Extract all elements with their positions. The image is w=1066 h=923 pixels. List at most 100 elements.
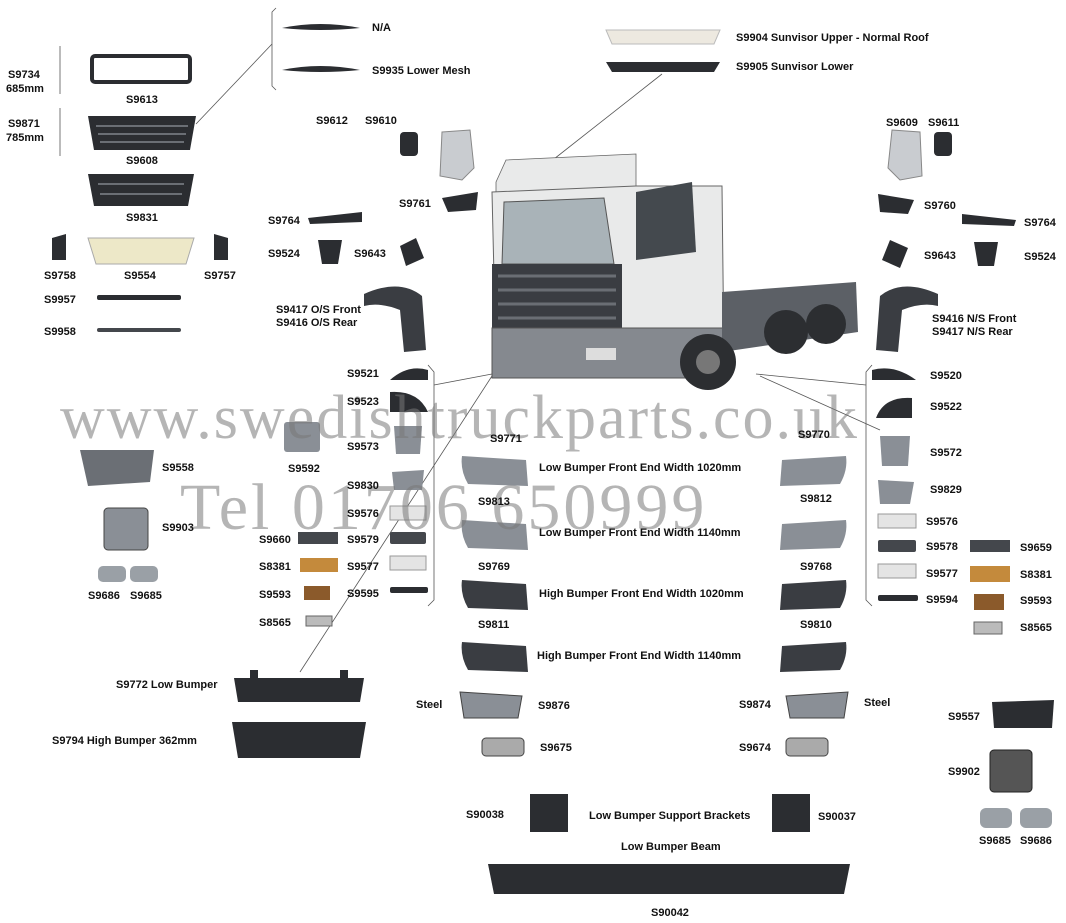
label-s9578: S9578 — [926, 541, 958, 553]
label-s9760: S9760 — [924, 200, 956, 212]
label-s9577-right: S9577 — [926, 568, 958, 580]
label-s9592: S9592 — [288, 463, 320, 475]
label-s8381-left: S8381 — [259, 561, 291, 573]
label-s9521: S9521 — [347, 368, 379, 380]
part-s9557 — [992, 700, 1054, 728]
trim-s9764-right — [962, 214, 1016, 226]
sunvisor-lower-s9905 — [606, 62, 720, 72]
corner-s9609 — [887, 129, 923, 181]
label-s9903: S9903 — [162, 522, 194, 534]
label-high-1140: High Bumper Front End Width 1140mm — [537, 650, 742, 662]
part-s9660 — [298, 532, 338, 544]
part-s9592 — [284, 422, 320, 452]
label-s9935: S9935 Lower Mesh — [372, 65, 471, 77]
part-s9829 — [878, 480, 914, 504]
label-s8565-left: S8565 — [259, 617, 291, 629]
label-s9904: S9904 Sunvisor Upper - Normal Roof — [736, 32, 929, 44]
label-s9577-left: S9577 — [347, 561, 379, 573]
mesh-na — [282, 24, 360, 30]
part-s9903 — [103, 507, 149, 551]
part-s9643-right — [882, 240, 908, 268]
label-s9685-right: S9685 — [979, 835, 1011, 847]
label-s9812: S9812 — [800, 493, 832, 505]
part-s9612 — [400, 132, 418, 156]
label-s9594: S9594 — [926, 594, 958, 606]
label-s9830: S9830 — [347, 480, 379, 492]
label-s9675: S9675 — [540, 742, 572, 754]
label-s9558: S9558 — [162, 462, 194, 474]
part-s9761 — [442, 192, 478, 212]
truck-image — [491, 153, 858, 390]
label-s9902: S9902 — [948, 766, 980, 778]
label-s9764-left: S9764 — [268, 215, 300, 227]
label-s9772: S9772 Low Bumper — [116, 679, 218, 691]
grille-s9608 — [88, 116, 196, 150]
label-s9524-right: S9524 — [1024, 251, 1056, 263]
part-s9524-right — [974, 242, 998, 266]
label-na: N/A — [372, 22, 391, 34]
label-s9874: S9874 — [739, 699, 771, 711]
bracket-s9757 — [214, 234, 228, 260]
label-bumper-beam: Low Bumper Beam — [621, 841, 721, 853]
grille-frame-s9613 — [90, 54, 192, 84]
bumper-end-s9768 — [780, 580, 847, 610]
label-s9593-left: S9593 — [259, 589, 291, 601]
label-high-1020: High Bumper Front End Width 1020mm — [539, 588, 744, 600]
label-s9810: S9810 — [800, 619, 832, 631]
grille-s9554 — [87, 237, 195, 265]
part-s9659 — [970, 540, 1010, 552]
label-s9595: S9595 — [347, 588, 379, 600]
label-s9523: S9523 — [347, 396, 379, 408]
label-s9794: S9794 High Bumper 362mm — [52, 735, 197, 747]
lamp-s8381-left — [300, 558, 338, 572]
part-s9611 — [934, 132, 952, 156]
part-s9573 — [394, 426, 422, 454]
label-s9829: S9829 — [930, 484, 962, 496]
label-s9757: S9757 — [204, 270, 236, 282]
bumper-end-s9771 — [461, 456, 528, 486]
label-s9416-os-rear: S9416 O/S Rear — [276, 317, 358, 329]
label-s9609: S9609 — [886, 117, 918, 129]
label-s9520: S9520 — [930, 370, 962, 382]
steel-s9874 — [785, 691, 849, 719]
part-s9523 — [390, 391, 428, 412]
label-s9643-left: S9643 — [354, 248, 386, 260]
lamp-s9593-left — [304, 586, 330, 600]
label-685mm: 685mm — [6, 83, 44, 95]
part-s9643-left — [400, 238, 424, 266]
label-s9905: S9905 Sunvisor Lower — [736, 61, 854, 73]
label-s9734: S9734 — [8, 69, 40, 81]
label-s9522: S9522 — [930, 401, 962, 413]
label-s9660: S9660 — [259, 534, 291, 546]
bracket-s90038 — [530, 794, 568, 832]
label-s9417-os-front: S9417 O/S Front — [276, 304, 361, 316]
label-low-1020: Low Bumper Front End Width 1020mm — [539, 462, 742, 474]
corner-s9610 — [439, 129, 475, 181]
bumper-end-s9811 — [461, 642, 528, 672]
label-s8565-right: S8565 — [1020, 622, 1052, 634]
label-s9811: S9811 — [478, 619, 510, 631]
label-s9572: S9572 — [930, 447, 962, 459]
label-s9593-right: S9593 — [1020, 595, 1052, 607]
part-s9521 — [390, 368, 428, 380]
bumper-end-s9810 — [780, 642, 847, 672]
label-s9876: S9876 — [538, 700, 570, 712]
steel-s9876 — [459, 691, 523, 719]
label-s9831: S9831 — [126, 212, 158, 224]
label-s9612: S9612 — [316, 115, 348, 127]
label-s9685-left: S9685 — [130, 590, 162, 602]
part-s8565-right — [973, 621, 1003, 635]
part-s9675 — [481, 737, 525, 757]
label-s9764-right: S9764 — [1024, 217, 1056, 229]
part-s9522 — [876, 397, 912, 418]
label-s9770: S9770 — [798, 429, 830, 441]
watermark-phone: Tel 01706 650999 — [180, 471, 708, 544]
label-s9610: S9610 — [365, 115, 397, 127]
label-s9554: S9554 — [124, 270, 156, 282]
label-s9957: S9957 — [44, 294, 76, 306]
label-s9611: S9611 — [928, 117, 960, 129]
label-steel-left: Steel — [416, 699, 443, 711]
lamp-s8381-right — [970, 566, 1010, 582]
lamps-s9685-s9686-right — [980, 808, 1052, 828]
